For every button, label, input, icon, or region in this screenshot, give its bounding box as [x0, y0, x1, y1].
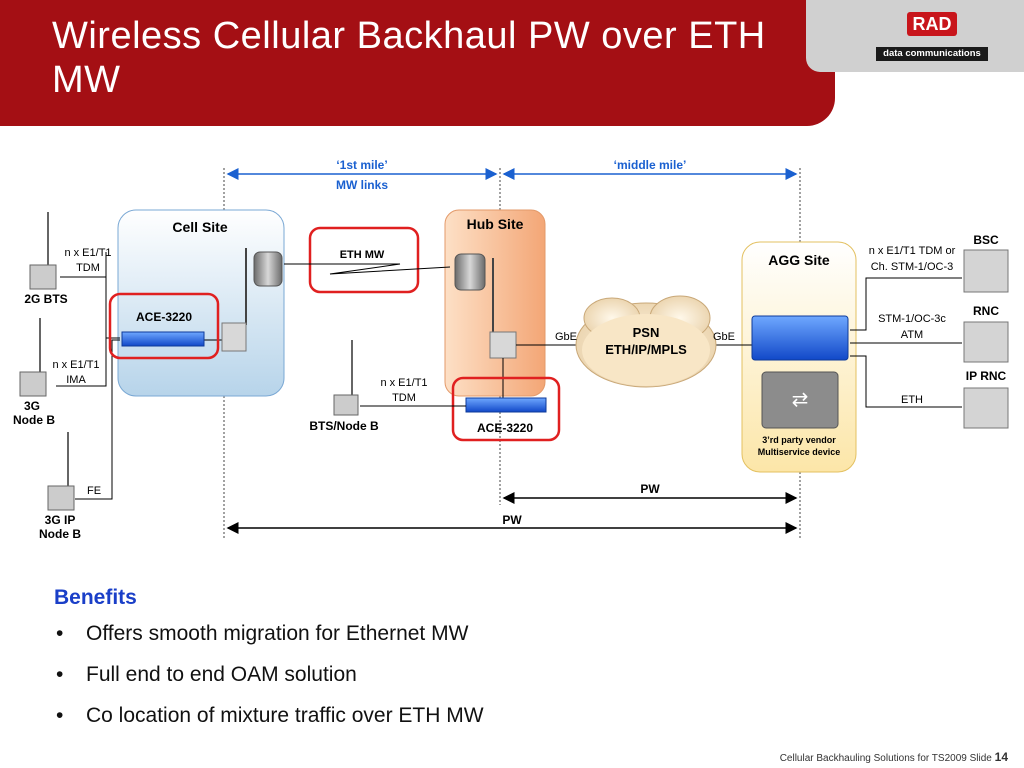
e1t1-c-label: n x E1/T1	[380, 377, 427, 389]
psn-cloud	[575, 295, 717, 388]
multiservice-device-icon	[761, 371, 839, 429]
nodeb-3g-icon	[19, 371, 47, 397]
hub-dish-antenna-icon	[454, 253, 486, 291]
nodeb-3gip-label-a: 3G IP	[45, 513, 76, 527]
iprnc-server-icon	[963, 387, 1009, 429]
switch-arrows-icon: ⇄	[792, 389, 809, 411]
first-mile-label: ‘1st mile’	[336, 158, 387, 172]
agg-site-label: AGG Site	[768, 252, 830, 268]
stm-label-b: ATM	[901, 329, 923, 341]
link-bsc	[850, 277, 962, 331]
rnc-server-icon	[963, 321, 1009, 363]
hub-site-label: Hub Site	[467, 216, 524, 232]
psn-protocols-label: ETH/IP/MPLS	[605, 342, 687, 357]
title-banner: Wireless Cellular Backhaul PW over ETH M…	[0, 0, 835, 126]
link-3gip-nodeb	[75, 339, 120, 500]
benefit-text: Co location of mixture traffic over ETH …	[86, 704, 484, 727]
vendor-label-b: Multiservice device	[758, 447, 841, 457]
backhaul-diagram: ‘1st mile’ MW links ‘middle mile’ Cell S…	[13, 158, 1009, 541]
middle-mile-label: ‘middle mile’	[614, 158, 687, 172]
mw-links-label: MW links	[336, 178, 388, 192]
eth-mw-label: ETH MW	[340, 249, 385, 261]
ace-hub-highlight	[451, 376, 561, 442]
eth-mw-highlight	[308, 226, 420, 294]
ima-label: IMA	[66, 374, 86, 386]
bsc-label: BSC	[973, 233, 999, 247]
nodeb-3gip-label-b: Node B	[39, 527, 81, 541]
nodeb-3g-label-a: 3G	[24, 399, 40, 413]
bullet-icon: •	[56, 622, 64, 645]
vendor-label-a: 3’rd party vendor	[762, 435, 836, 445]
pw-long-label: PW	[502, 513, 522, 527]
bts-nodeb-icon	[333, 394, 359, 416]
link-3g-nodeb	[56, 338, 107, 387]
hub-idu-icon	[489, 331, 517, 359]
benefit-item: • Full end to end OAM solution	[54, 663, 484, 687]
logo-tagline: data communications	[876, 47, 988, 61]
link-iprnc	[850, 355, 962, 408]
tdm-c-label: TDM	[392, 392, 416, 404]
gbe-left-label: GbE	[555, 331, 577, 343]
footer-text: Cellular Backhauling Solutions for TS200…	[779, 753, 992, 764]
iprnc-label: IP RNC	[966, 369, 1007, 383]
nodeb-3gip-icon	[47, 485, 75, 511]
benefits-section: Benefits • Offers smooth migration for Et…	[54, 586, 484, 745]
gbe-right-label: GbE	[713, 331, 735, 343]
slide-number: 14	[994, 750, 1008, 764]
benefits-heading: Benefits	[54, 586, 137, 609]
dish-antenna-icon	[253, 251, 283, 287]
stm-label-a: STM-1/OC-3c	[878, 313, 946, 325]
bts-nodeb-label: BTS/Node B	[309, 419, 379, 433]
bullet-icon: •	[56, 704, 64, 727]
bsc-server-icon	[963, 249, 1009, 293]
rad-logo: RAD	[907, 12, 957, 36]
agg-chassis-device	[751, 315, 849, 361]
pw-short-label: PW	[640, 482, 660, 496]
nodeb-3g-label-b: Node B	[13, 413, 55, 427]
fe-label: FE	[87, 485, 101, 497]
ace-3220-left-device	[121, 331, 205, 347]
tdm-or-label-a: n x E1/T1 TDM or	[869, 245, 956, 257]
cell-site-box	[117, 209, 285, 397]
ace-3220-hub-device	[465, 397, 547, 413]
ace-left-highlight	[108, 292, 220, 360]
ace-hub-label: ACE-3220	[477, 421, 533, 435]
bts-2g-icon	[29, 264, 57, 290]
benefit-item: • Co location of mixture traffic over ETH…	[54, 704, 484, 728]
e1t1-b-label: n x E1/T1	[52, 359, 99, 371]
eth-mw-link	[284, 263, 451, 275]
eth-label: ETH	[901, 394, 923, 406]
slide-title: Wireless Cellular Backhaul PW over ETH M…	[52, 15, 766, 101]
hub-site-box	[444, 209, 546, 397]
slide-footer: Cellular Backhauling Solutions for TS200…	[780, 750, 1008, 764]
cell-site-label: Cell Site	[172, 219, 227, 235]
benefit-text: Full end to end OAM solution	[86, 663, 357, 686]
bullet-icon: •	[56, 663, 64, 686]
tdm-or-label-b: Ch. STM-1/OC-3	[871, 261, 954, 273]
idu-unit-icon	[221, 322, 247, 352]
e1t1-a-label: n x E1/T1	[64, 247, 111, 259]
logo-panel	[806, 0, 1024, 72]
rnc-label: RNC	[973, 304, 999, 318]
psn-label: PSN	[633, 325, 660, 340]
benefit-text: Offers smooth migration for Ethernet MW	[86, 622, 469, 645]
tdm-a-label: TDM	[76, 262, 100, 274]
benefit-item: • Offers smooth migration for Ethernet MW	[54, 622, 484, 646]
ace-left-label: ACE-3220	[136, 310, 192, 324]
bts-2g-label: 2G BTS	[24, 292, 67, 306]
